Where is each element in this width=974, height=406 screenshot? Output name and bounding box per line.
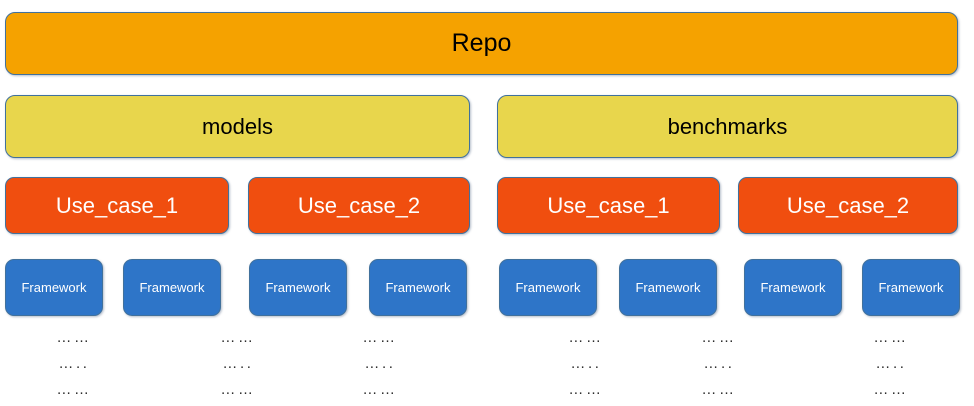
node-framework-7-label: Framework [760,279,826,295]
node-usecase-models-1-label: Use_case_1 [55,192,179,218]
ellipsis-line: ….. [222,355,254,372]
ellipsis-line: …… [56,381,92,398]
node-usecase-benchmarks-2[interactable]: Use_case_2 [738,177,958,234]
node-folder-models[interactable]: models [5,95,470,158]
node-framework-2[interactable]: Framework [123,259,221,316]
node-framework-7[interactable]: Framework [744,259,842,316]
node-folder-models-label: models [202,113,273,139]
ellipsis-line: …… [701,329,737,346]
ellipsis-line: …… [873,381,909,398]
node-framework-6[interactable]: Framework [619,259,717,316]
node-framework-3[interactable]: Framework [249,259,347,316]
ellipsis-line: …… [568,329,604,346]
node-usecase-benchmarks-1[interactable]: Use_case_1 [497,177,720,234]
ellipsis-line: ….. [364,355,396,372]
node-framework-3-label: Framework [265,279,331,295]
ellipsis-column-6: …… ….. …… [860,330,922,397]
node-framework-6-label: Framework [635,279,701,295]
node-usecase-models-2-label: Use_case_2 [297,192,421,218]
ellipsis-line: …… [220,329,256,346]
ellipsis-column-1: …… ….. …… [43,330,105,397]
ellipsis-line: …… [568,381,604,398]
ellipsis-column-4: …… ….. …… [555,330,617,397]
node-framework-2-label: Framework [139,279,205,295]
ellipsis-line: ….. [58,355,90,372]
ellipsis-line: ….. [875,355,907,372]
node-usecase-models-2[interactable]: Use_case_2 [248,177,470,234]
ellipsis-line: …… [220,381,256,398]
node-usecase-benchmarks-2-label: Use_case_2 [786,192,910,218]
ellipsis-line: ….. [570,355,602,372]
node-framework-1[interactable]: Framework [5,259,103,316]
ellipsis-line: ….. [703,355,735,372]
node-repo-label: Repo [451,29,512,58]
node-framework-8[interactable]: Framework [862,259,960,316]
ellipsis-column-3: …… ….. …… [349,330,411,397]
node-framework-1-label: Framework [21,279,87,295]
node-usecase-models-1[interactable]: Use_case_1 [5,177,229,234]
ellipsis-column-2: …… ….. …… [207,330,269,397]
node-folder-benchmarks[interactable]: benchmarks [497,95,958,158]
node-framework-8-label: Framework [878,279,944,295]
node-repo[interactable]: Repo [5,12,958,75]
node-framework-4[interactable]: Framework [369,259,467,316]
ellipsis-column-5: …… ….. …… [688,330,750,397]
node-framework-5-label: Framework [515,279,581,295]
node-framework-5[interactable]: Framework [499,259,597,316]
node-folder-benchmarks-label: benchmarks [667,113,788,139]
node-framework-4-label: Framework [385,279,451,295]
ellipsis-line: …… [56,329,92,346]
node-usecase-benchmarks-1-label: Use_case_1 [547,192,670,218]
ellipsis-line: …… [873,329,909,346]
ellipsis-line: …… [362,329,398,346]
ellipsis-line: …… [701,381,737,398]
ellipsis-line: …… [362,381,398,398]
